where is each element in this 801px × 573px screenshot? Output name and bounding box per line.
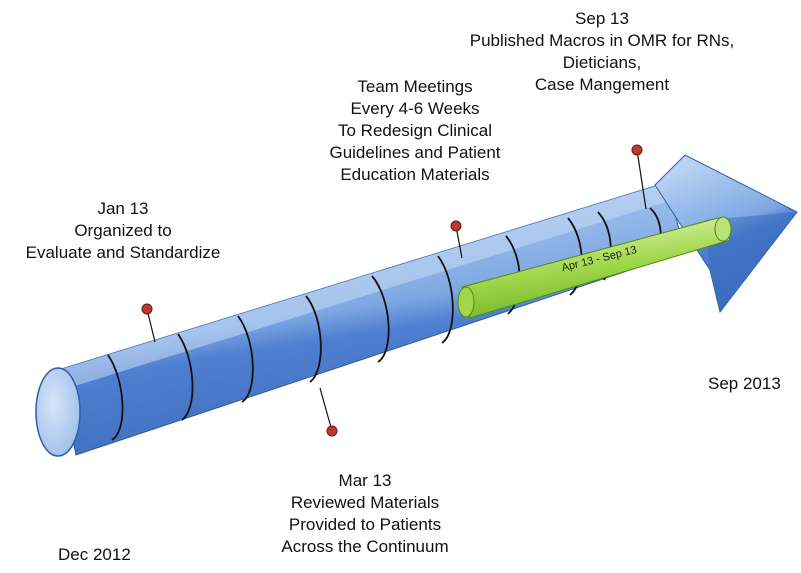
milestone-1-marker bbox=[141, 303, 153, 315]
milestone-2-line: Provided to Patients bbox=[288, 515, 442, 534]
milestone-1-line: Organized to bbox=[74, 221, 172, 240]
duration-bar-end bbox=[714, 216, 732, 242]
milestone-3-line: Team Meetings bbox=[357, 77, 473, 96]
duration-bar-start bbox=[457, 286, 475, 318]
arrow-ring bbox=[177, 333, 194, 421]
milestone-3-line: To Redesign Clinical bbox=[337, 121, 493, 140]
timeline-start-label: Dec 2012 bbox=[58, 545, 131, 564]
timeline-end-label: Sep 2013 bbox=[708, 374, 781, 393]
milestone-3-line: Guidelines and Patient bbox=[329, 143, 501, 162]
milestone-3-marker bbox=[450, 220, 462, 232]
arrow-ring bbox=[237, 315, 254, 403]
milestone-4-date: Sep 13 bbox=[575, 9, 629, 28]
milestone-1-line: Evaluate and Standardize bbox=[25, 243, 221, 262]
milestone-1-date: Jan 13 bbox=[97, 199, 149, 218]
arrow-ring bbox=[305, 295, 322, 383]
milestone-4-marker bbox=[631, 144, 643, 156]
milestone-3-text: Team Meetings Every 4-6 Weeks To Redesig… bbox=[310, 76, 520, 186]
milestone-4-line: Case Mangement bbox=[534, 75, 670, 94]
arrow-highlight bbox=[58, 182, 672, 390]
milestone-2-line: Reviewed Materials bbox=[290, 493, 440, 512]
milestone-pins bbox=[141, 144, 647, 437]
milestone-2-date: Mar 13 bbox=[338, 471, 392, 490]
milestone-1-pin-line bbox=[146, 308, 156, 343]
milestone-4-line: Dieticians, bbox=[562, 53, 642, 72]
milestone-4-pin-line bbox=[636, 149, 647, 210]
arrow-end-cap bbox=[35, 367, 81, 457]
milestone-2-pin-line bbox=[319, 387, 333, 432]
arrow-ring bbox=[437, 255, 454, 344]
milestone-1-text: Jan 13 Organized to Evaluate and Standar… bbox=[18, 198, 228, 264]
arrow-ring bbox=[371, 275, 390, 363]
milestone-4-text: Sep 13 Published Macros in OMR for RNs, … bbox=[452, 8, 752, 96]
milestone-3-line: Education Materials bbox=[340, 165, 490, 184]
milestone-2-line: Across the Continuum bbox=[281, 537, 449, 556]
milestone-2-marker bbox=[326, 425, 338, 437]
milestone-2-text: Mar 13 Reviewed Materials Provided to Pa… bbox=[270, 470, 460, 558]
arrow-ring bbox=[107, 354, 124, 441]
milestone-3-line: Every 4-6 Weeks bbox=[350, 99, 480, 118]
milestone-4-line: Published Macros in OMR for RNs, bbox=[469, 31, 735, 50]
